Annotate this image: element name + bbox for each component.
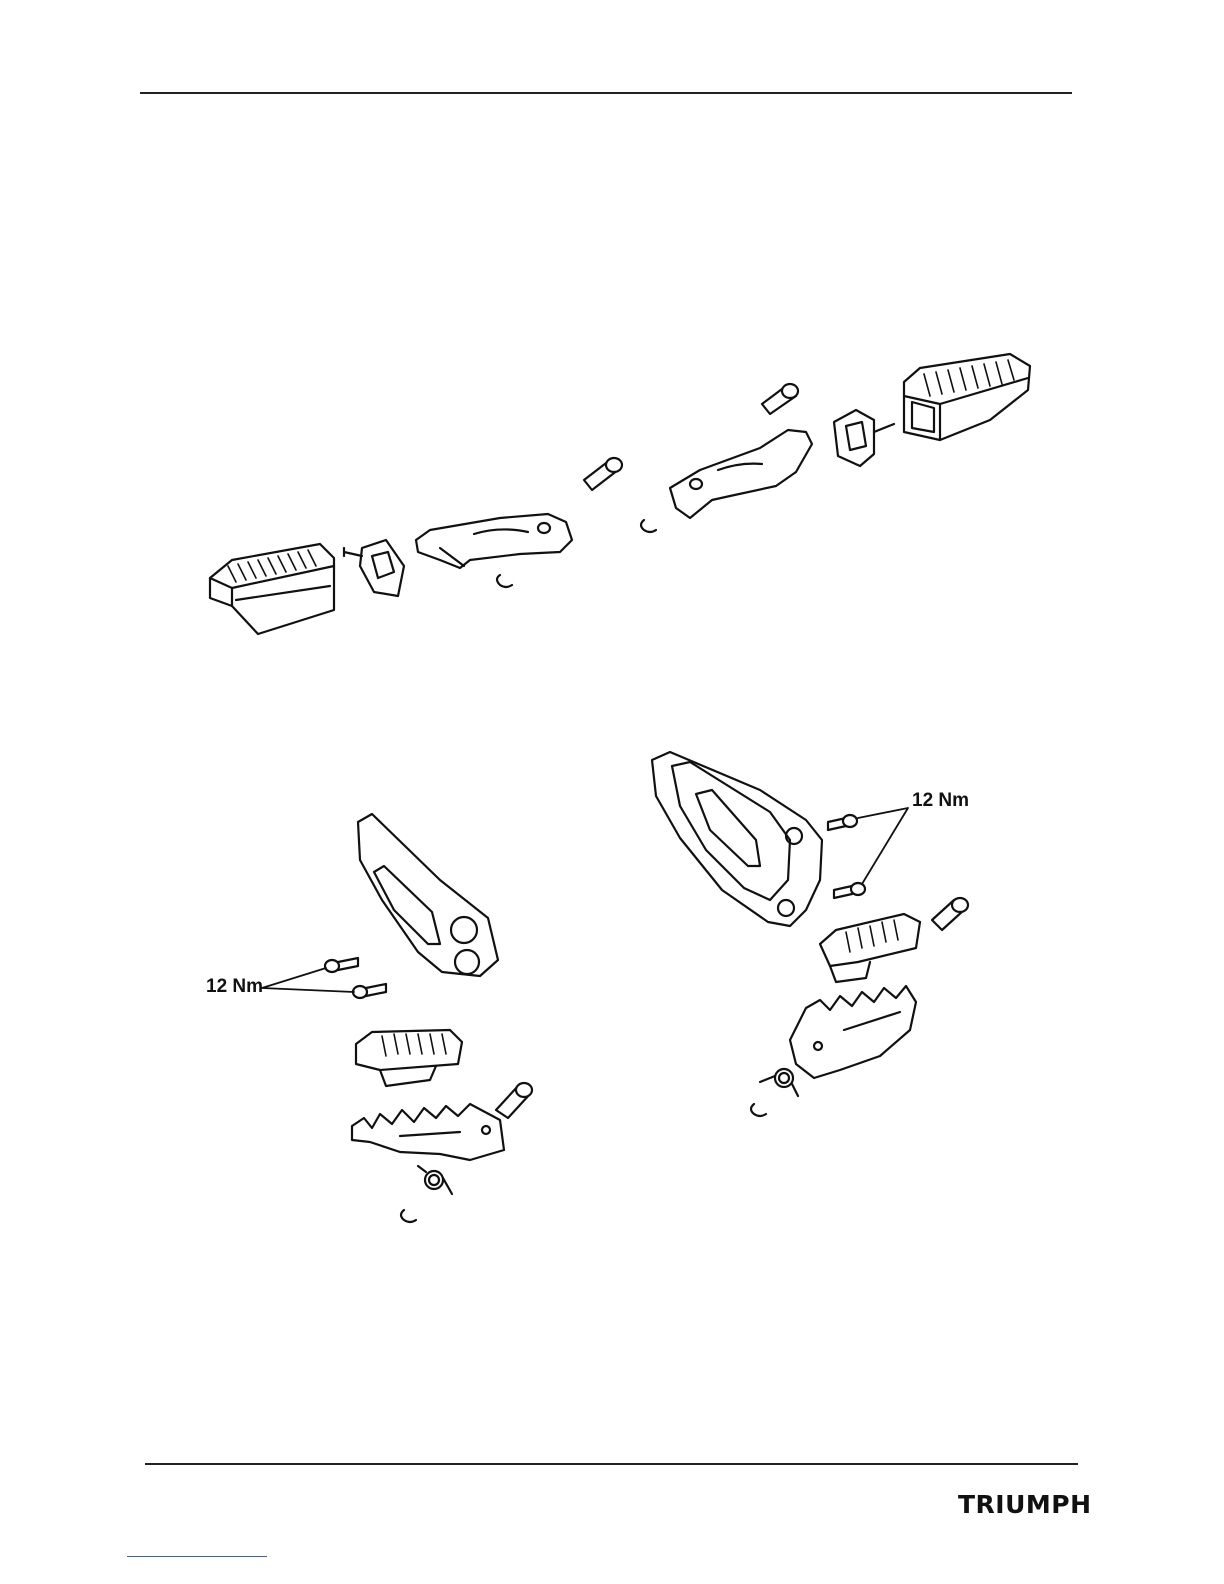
left-rubber-footrest [210,544,334,634]
right-rear-e-clip [751,1104,766,1116]
left-rear-rubber [356,1030,462,1086]
right-torque-leader [858,808,908,884]
torque-label-right: 12 Nm [912,790,969,812]
right-adapter-plate [834,410,894,466]
left-rear-spring [418,1166,452,1194]
left-rear-e-clip [401,1210,416,1222]
link-underline [127,1556,267,1557]
right-rear-footpeg [790,986,916,1078]
left-rear-pin [496,1083,532,1118]
torque-label-left: 12 Nm [206,976,263,998]
right-pivot-pin [762,384,798,414]
right-rear-spring [760,1069,798,1096]
left-torque-leader [262,968,354,992]
right-e-clip [641,520,656,532]
left-adapter-plate [344,540,404,596]
left-rear-hanger-plate [358,814,498,976]
right-rear-hanger-plate [652,752,822,926]
right-rear-rubber [820,914,920,982]
left-rear-footrest-assembly [262,814,532,1222]
left-rear-footpeg [352,1104,504,1160]
right-bolts [828,815,865,898]
left-hanger-bracket [416,514,572,568]
front-footrests-exploded-view [210,354,1030,634]
footer-rule [145,1463,1078,1465]
right-rear-pin [932,898,968,930]
left-pivot-pin [584,458,622,490]
right-rubber-footrest [904,354,1030,440]
left-e-clip [497,575,512,587]
triumph-logo: TRIUMPH [958,1490,1092,1519]
right-hanger-bracket [670,430,812,518]
